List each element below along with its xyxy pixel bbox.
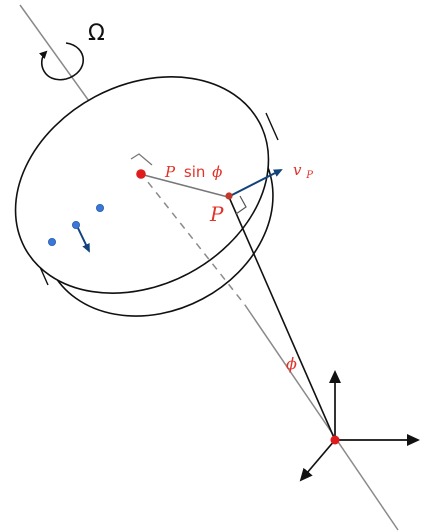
angle-phi-label: ϕ	[286, 354, 297, 373]
point-p-marker	[225, 192, 233, 200]
particle-dot	[72, 220, 81, 229]
v-p-main: v	[293, 161, 302, 179]
v-p-label: v P	[293, 161, 313, 181]
perpendicular-line	[139, 173, 229, 198]
rotation-axis-lower	[244, 304, 399, 531]
particle-dot	[96, 203, 105, 212]
disk-center-point	[136, 169, 146, 179]
particle-dot	[48, 237, 57, 246]
velocity-vector	[229, 169, 283, 197]
p-sin-phi-label: P sin ϕ	[164, 163, 222, 181]
disk-side-right	[265, 112, 279, 141]
origin-point	[330, 435, 340, 445]
point-p-label: P	[209, 202, 224, 226]
disk-top-face	[14, 76, 270, 294]
v-p-sub: P	[305, 170, 313, 181]
particle-velocity-arrow	[76, 225, 90, 253]
frame-axis-out	[299, 439, 336, 482]
right-angle-mark-axis	[130, 153, 153, 166]
position-line	[228, 196, 336, 441]
p-sin-phi-fn: sin	[184, 163, 206, 181]
omega-rotation-arrow	[38, 42, 84, 81]
p-sin-phi-coef: P	[164, 163, 176, 181]
right-angle-mark-p	[235, 195, 247, 215]
p-sin-phi-var: ϕ	[212, 163, 222, 181]
rotation-axis-hidden	[139, 171, 246, 306]
omega-label: Ω	[88, 21, 105, 46]
